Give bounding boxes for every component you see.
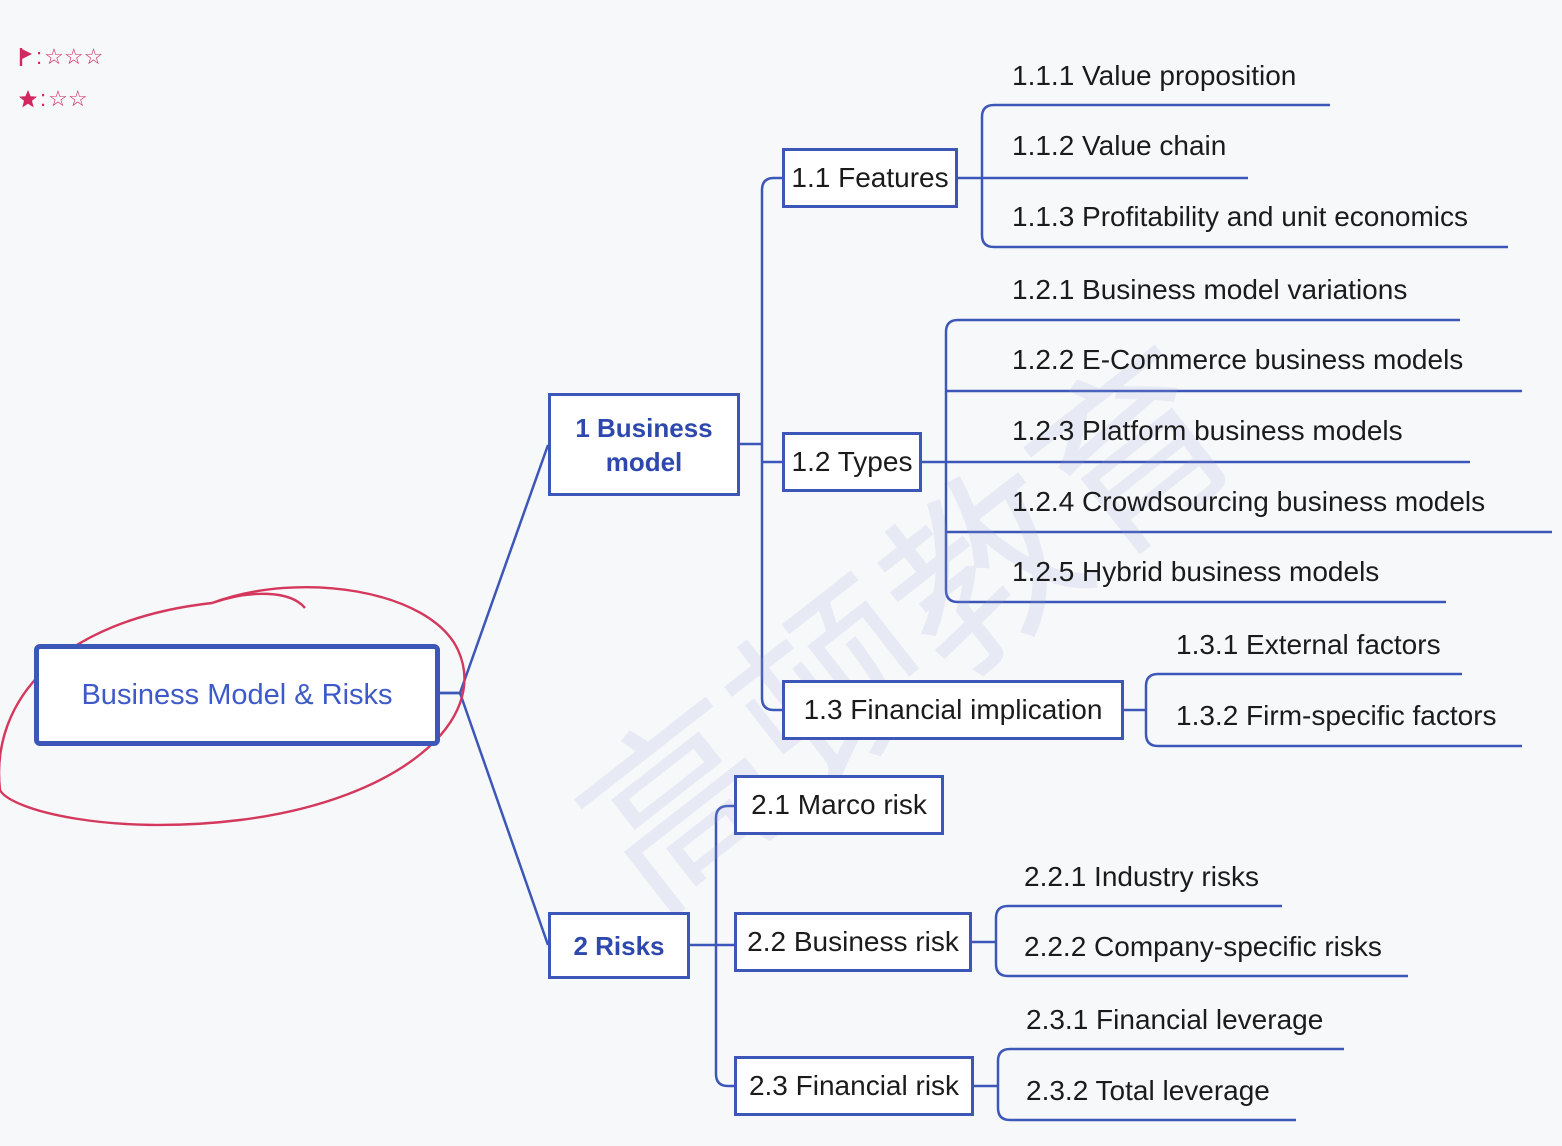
root-node[interactable]: Business Model & Risks: [34, 644, 440, 746]
node-financial-risk[interactable]: 2.3 Financial risk: [734, 1056, 974, 1116]
legend-separator: :: [40, 86, 47, 111]
node-business-risk[interactable]: 2.2 Business risk: [734, 912, 972, 972]
legend-row-priority-2: : ☆☆: [18, 86, 88, 112]
leaf-1-1-1[interactable]: 1.1.1 Value proposition: [1012, 60, 1297, 91]
node-business-model-label: 1 Business model: [575, 412, 713, 477]
node-risks[interactable]: 2 Risks: [548, 912, 690, 979]
node-types[interactable]: 1.2 Types: [782, 432, 922, 492]
leaf-2-2-2[interactable]: 2.2.2 Company-specific risks: [1024, 931, 1382, 962]
leaf-1-3-2[interactable]: 1.3.2 Firm-specific factors: [1176, 700, 1497, 731]
node-financial-implication[interactable]: 1.3 Financial implication: [782, 680, 1124, 740]
node-financial-risk-label: 2.3 Financial risk: [748, 1070, 960, 1101]
node-features-label: 1.1 Features: [791, 162, 949, 193]
node-features[interactable]: 1.1 Features: [782, 148, 958, 208]
node-marco-risk[interactable]: 2.1 Marco risk: [734, 775, 944, 835]
node-financial-implication-label: 1.3 Financial implication: [803, 694, 1103, 725]
legend-stars: ☆☆: [48, 86, 88, 111]
connector-root-branch1: [440, 444, 550, 695]
leaf-1-2-1[interactable]: 1.2.1 Business model variations: [1012, 274, 1408, 305]
node-marco-risk-label: 2.1 Marco risk: [751, 789, 927, 820]
node-business-risk-label: 2.2 Business risk: [747, 926, 959, 957]
leaf-1-3-1[interactable]: 1.3.1 External factors: [1176, 629, 1441, 660]
flag-icon: [19, 48, 32, 66]
node-types-label: 1.2 Types: [791, 446, 913, 477]
leaf-1-2-5[interactable]: 1.2.5 Hybrid business models: [1012, 556, 1380, 587]
annotation-ellipse: [0, 585, 466, 827]
leaf-1-1-3[interactable]: 1.1.3 Profitability and unit economics: [1012, 201, 1469, 232]
connector-types: [922, 318, 1552, 604]
leaf-1-2-4[interactable]: 1.2.4 Crowdsourcing business models: [1012, 486, 1486, 517]
leaf-1-1-2[interactable]: 1.1.2 Value chain: [1012, 130, 1227, 161]
star-icon: [19, 90, 37, 108]
leaf-2-3-2[interactable]: 2.3.2 Total leverage: [1026, 1075, 1270, 1106]
connector-financial-risk: [974, 1047, 1344, 1122]
node-business-model[interactable]: 1 Business model: [548, 393, 740, 496]
connector-business-risk: [972, 904, 1408, 978]
leaf-1-2-2[interactable]: 1.2.2 E-Commerce business models: [1012, 344, 1464, 375]
connector-root-branch2: [440, 691, 550, 946]
leaf-1-2-3[interactable]: 1.2.3 Platform business models: [1012, 415, 1403, 446]
node-risks-label: 2 Risks: [573, 930, 665, 961]
connector-features: [958, 103, 1508, 249]
connector-branch2-trunk: [690, 804, 734, 1088]
root-label: Business Model & Risks: [81, 678, 393, 711]
legend-separator: :: [36, 44, 43, 69]
legend-row-priority-3: : ☆☆☆: [18, 44, 103, 70]
leaf-2-2-1[interactable]: 2.2.1 Industry risks: [1024, 861, 1259, 892]
connector-branch1-trunk: [740, 176, 782, 712]
legend-stars: ☆☆☆: [44, 44, 104, 69]
leaf-2-3-1[interactable]: 2.3.1 Financial leverage: [1026, 1004, 1324, 1035]
connector-financial-implication: [1124, 672, 1522, 748]
